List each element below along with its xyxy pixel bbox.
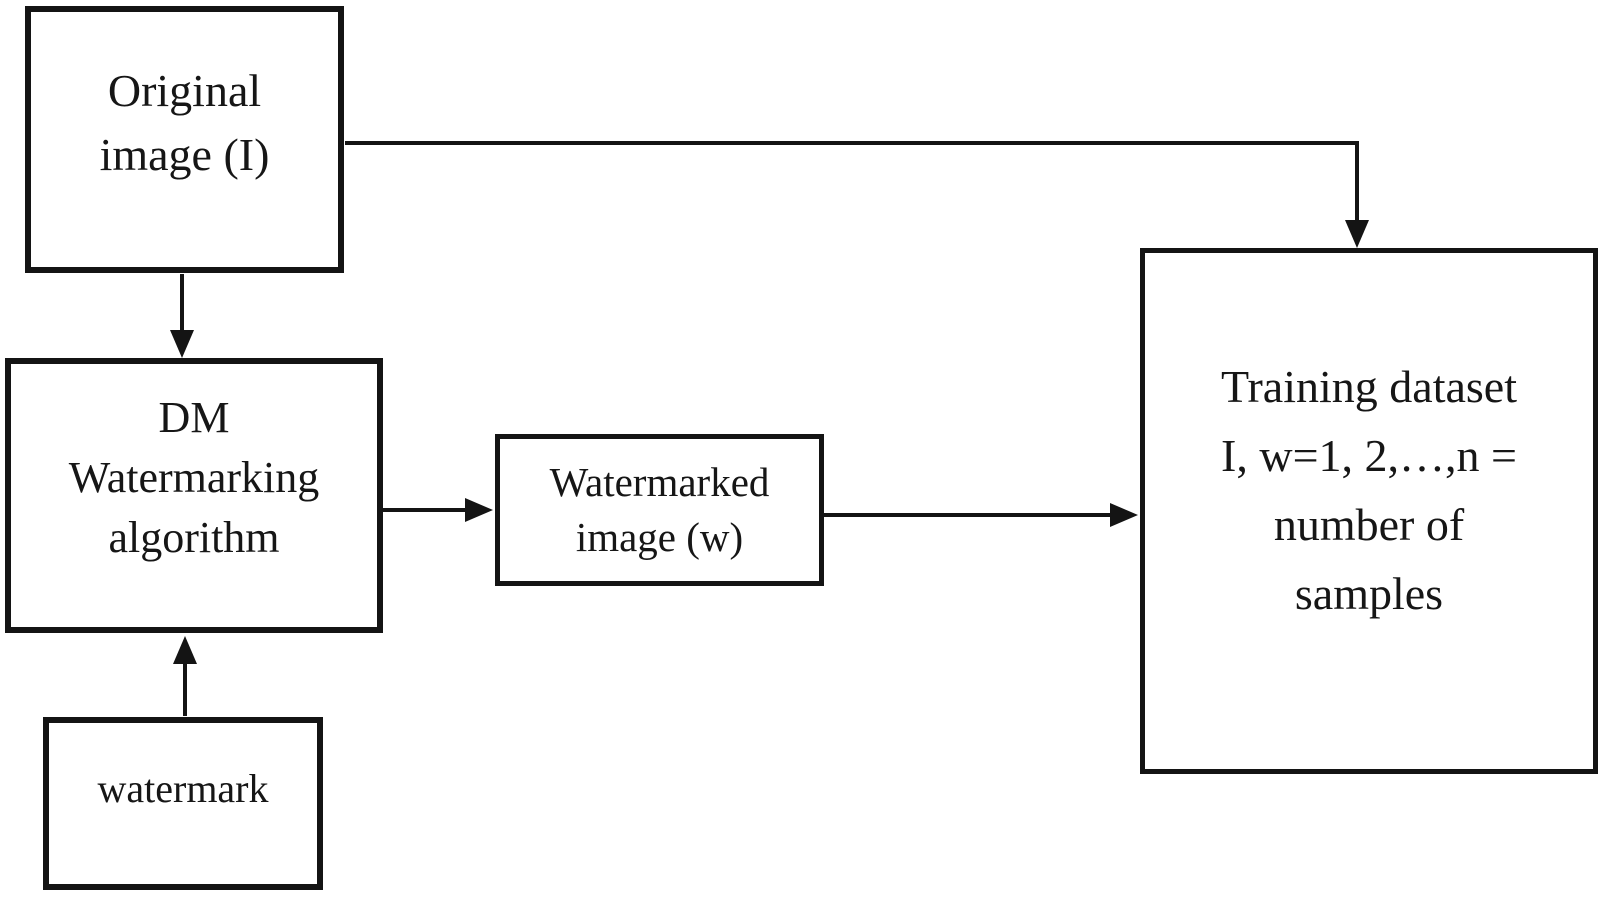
node-training-dataset-label-line2: I, w=1, 2,…,n = (1221, 430, 1517, 481)
node-training-dataset-label-line3: number of (1273, 499, 1465, 550)
node-watermarked-image-label-line1: Watermarked (549, 459, 770, 505)
node-original-image-label-line2: image (I) (99, 128, 270, 180)
arrow-original-to-training (345, 141, 1369, 248)
node-dm-label-line2: Watermarking (68, 452, 320, 502)
node-training-dataset-label-line4: samples (1294, 568, 1444, 619)
node-original-image-label-line1: Original (107, 64, 262, 116)
node-watermarked-image-label-line2: image (w) (575, 514, 744, 560)
node-training-dataset-label-line1: Training dataset (1221, 361, 1517, 412)
node-dm-watermarking-algorithm: DM Watermarking algorithm (5, 358, 383, 633)
node-dm-label-line3: algorithm (108, 512, 280, 562)
node-original-image: Original image (I) (25, 6, 344, 273)
node-watermark: watermark (43, 717, 323, 890)
node-dm-label-line1: DM (158, 392, 230, 442)
node-watermarked-image: Watermarked image (w) (495, 434, 824, 586)
node-training-dataset: Training dataset I, w=1, 2,…,n = number … (1140, 248, 1598, 774)
node-watermark-label: watermark (97, 765, 269, 811)
